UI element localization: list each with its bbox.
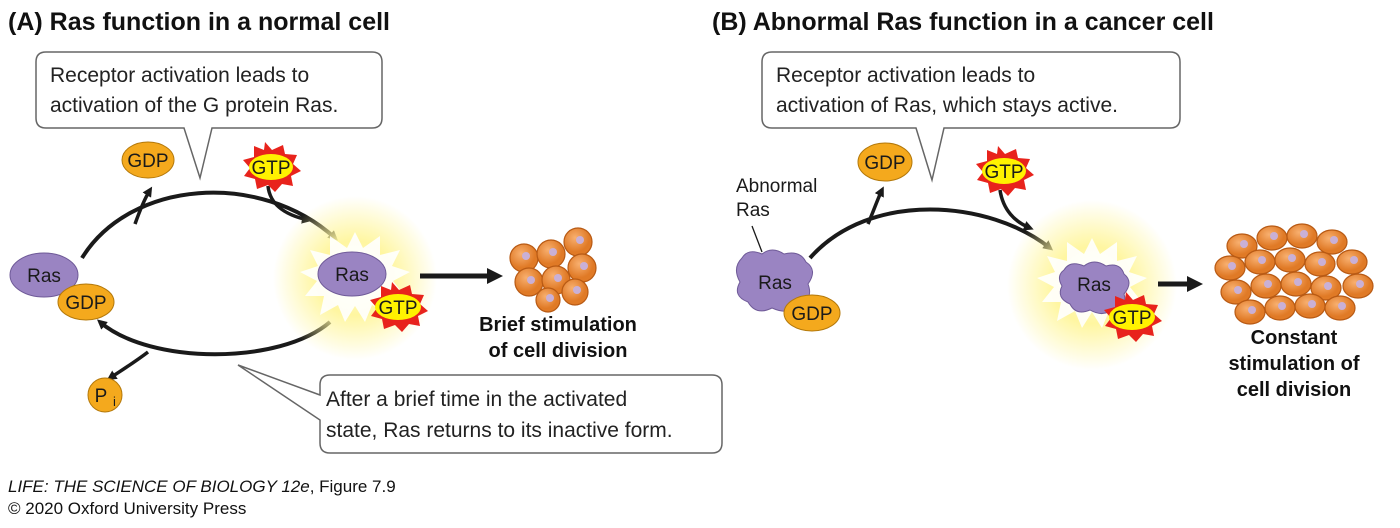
callout-line: state, Ras returns to its inactive form. [326, 419, 673, 442]
panel-a: (A) Ras function in a normal cell Recept… [8, 8, 723, 454]
credit-copyright: © 2020 Oxford University Press [8, 499, 246, 518]
abnormal-ras-gtp-active: Ras GTP [1007, 200, 1177, 370]
gtp-incoming: GTP [243, 142, 301, 192]
panel-b-result-line: stimulation of [1228, 353, 1359, 375]
callout-line: Receptor activation leads to [776, 64, 1035, 87]
gtp-incoming: GTP [976, 146, 1034, 196]
gdp-released: GDP [857, 142, 913, 182]
panel-b: (B) Abnormal Ras function in a cancer ce… [712, 8, 1374, 401]
panel-a-result-line: of cell division [489, 340, 628, 362]
gdp-released: GDP [121, 141, 175, 179]
gdp-release-arrow [866, 186, 884, 225]
panel-b-title: (B) Abnormal Ras function in a cancer ce… [712, 8, 1214, 36]
svg-text:GDP: GDP [791, 304, 832, 325]
panel-a-callout-bottom: After a brief time in the activated stat… [237, 364, 723, 454]
svg-text:Ras: Ras [1077, 275, 1111, 296]
label-pointer [751, 225, 763, 253]
svg-text:GTP: GTP [984, 162, 1023, 183]
svg-text:GDP: GDP [864, 153, 905, 174]
credit-source: LIFE: THE SCIENCE OF BIOLOGY 12e, Figure… [8, 477, 396, 496]
pi-release-arrow [106, 350, 150, 381]
activation-arrow [808, 207, 1054, 260]
gtp-uptake-arrow [998, 189, 1034, 231]
svg-text:GTP: GTP [1112, 308, 1151, 329]
callout-line: activation of the G protein Ras. [50, 94, 338, 117]
svg-text:GTP: GTP [251, 158, 290, 179]
pi-phosphate: P i [87, 377, 123, 413]
svg-text:P: P [95, 386, 108, 407]
svg-text:Ras: Ras [758, 273, 792, 294]
ras-gdp-inactive: Ras GDP [9, 252, 115, 321]
cell-cluster-small [509, 227, 597, 313]
abnormal-ras-label: Ras [736, 200, 770, 221]
svg-text:GDP: GDP [65, 293, 106, 314]
svg-text:i: i [113, 394, 116, 409]
panel-b-callout-top: Receptor activation leads to activation … [761, 51, 1181, 183]
callout-line: activation of Ras, which stays active. [776, 94, 1118, 117]
cell-cluster-large [1214, 223, 1374, 325]
svg-text:GDP: GDP [127, 151, 168, 172]
svg-text:Ras: Ras [27, 266, 61, 287]
svg-text:Ras: Ras [335, 265, 369, 286]
callout-line: Receptor activation leads to [50, 64, 309, 87]
panel-a-callout-top: Receptor activation leads to activation … [35, 51, 383, 181]
panel-a-title: (A) Ras function in a normal cell [8, 8, 390, 36]
panel-b-result-line: Constant [1251, 327, 1338, 349]
ras-gtp-active: Ras GTP [273, 196, 437, 360]
panel-b-result-line: cell division [1237, 379, 1351, 401]
abnormal-ras-label: Abnormal [736, 176, 817, 197]
panel-a-result-line: Brief stimulation [479, 314, 637, 336]
figure-credit: LIFE: THE SCIENCE OF BIOLOGY 12e, Figure… [8, 477, 396, 518]
svg-text:GTP: GTP [378, 298, 417, 319]
abnormal-ras-gdp: Ras GDP [736, 249, 841, 332]
callout-line: After a brief time in the activated [326, 388, 627, 411]
gdp-release-arrow [133, 186, 153, 225]
